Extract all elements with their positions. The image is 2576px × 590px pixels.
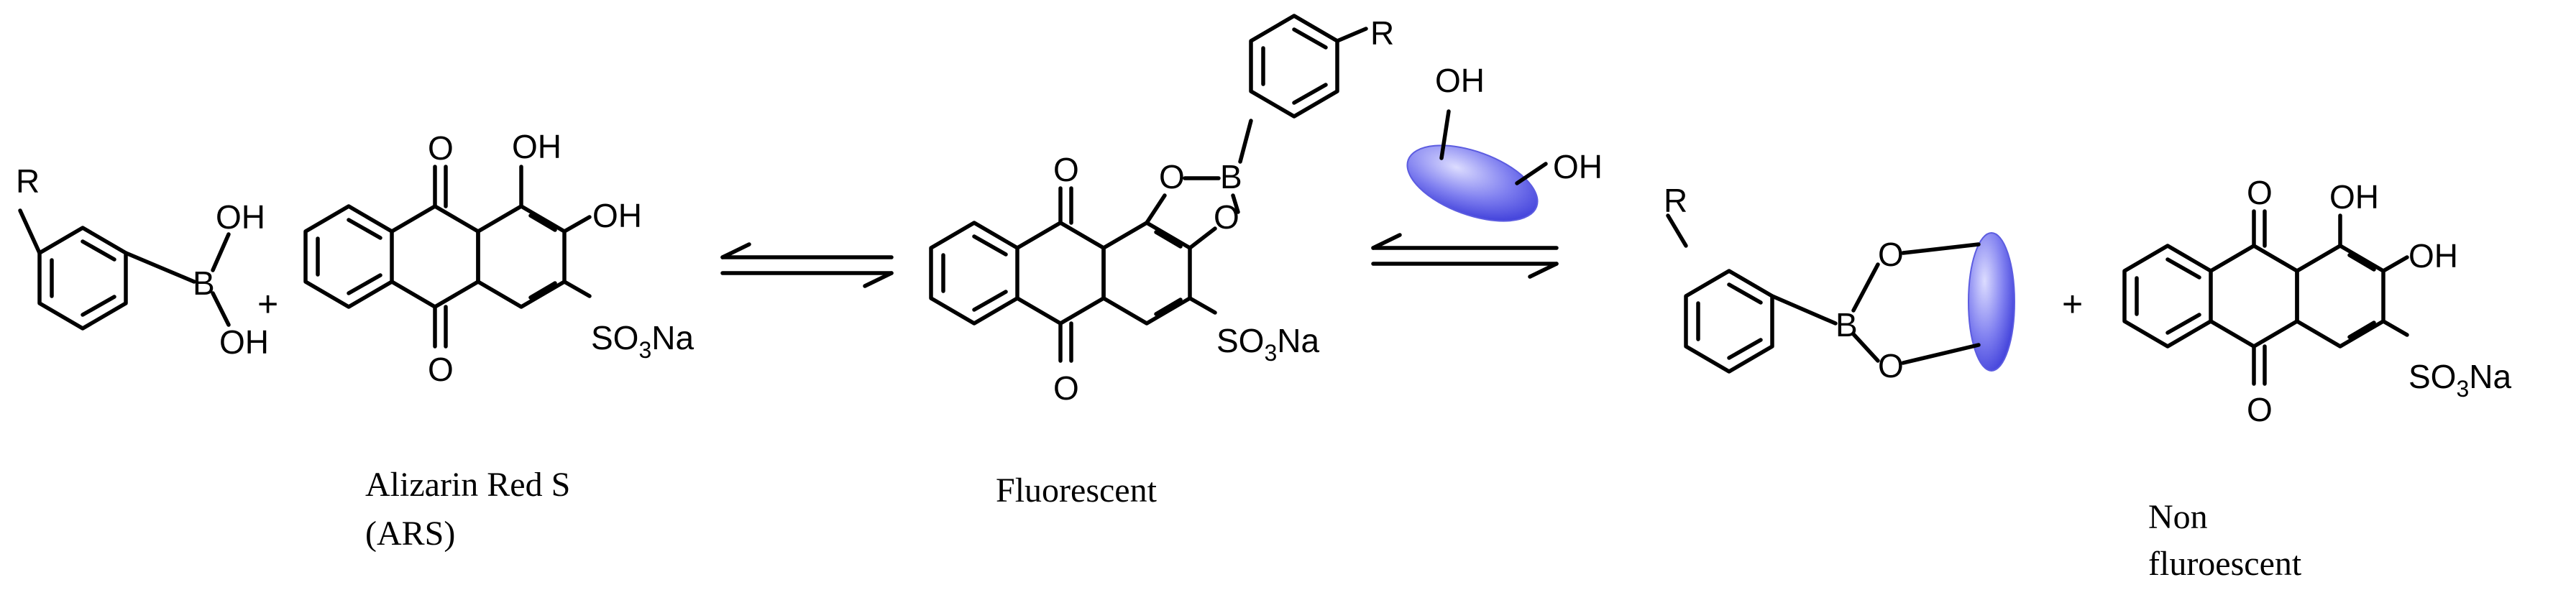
catechol-ring [2295, 244, 2385, 349]
ester-oxygen: O [1878, 236, 1904, 273]
hydroxyl-label: OH [216, 198, 265, 236]
sugar-ellipse-icon [1968, 232, 2015, 372]
free-alizarin-red-s: O O OH OH SO3Na [2122, 174, 2511, 428]
sulfonate-label: SO3Na [1216, 322, 1319, 366]
carbonyl-oxygen: O [2247, 174, 2273, 211]
equilibrium-arrow [1371, 233, 1559, 279]
plus-sign: + [2062, 284, 2083, 324]
non-fluorescent-caption: Non [2148, 498, 2208, 536]
ester-oxygen: O [1878, 347, 1904, 384]
diol-reagent: OH OH [1406, 62, 1603, 222]
carbonyl-oxygen: O [1053, 151, 1079, 188]
hydroxyl-label: OH [2329, 178, 2379, 216]
sugar-ellipse-icon [1406, 144, 1539, 222]
catechol-ring [1101, 221, 1192, 326]
hydroxyl-label: OH [1435, 62, 1485, 99]
ars-caption: Alizarin Red S [365, 466, 570, 504]
ester-oxygen: O [1159, 158, 1185, 195]
hydroxyl-label: OH [2408, 237, 2458, 275]
sulfonate-label: SO3Na [591, 319, 694, 363]
phenylboronic-acid: R B OH OH [16, 162, 269, 361]
carbonyl-oxygen: O [1053, 369, 1079, 407]
carbonyl-oxygen: O [2247, 391, 2273, 428]
hydroxyl-label: OH [512, 128, 562, 165]
sulfonate-label: SO3Na [2408, 358, 2511, 402]
boron-label: B [1220, 158, 1242, 195]
carbonyl-oxygen: O [428, 129, 454, 167]
r-group-label: R [1370, 14, 1394, 52]
ars-caption-abbrev: (ARS) [365, 515, 455, 553]
carbonyl-oxygen: O [428, 351, 454, 388]
plus-sign: + [257, 284, 278, 324]
equilibrium-arrow [720, 242, 894, 288]
hydroxyl-label: OH [592, 197, 642, 234]
r-group-label: R [1664, 182, 1687, 219]
hydroxyl-label: OH [219, 323, 269, 361]
non-fluorescent-caption-2: fluroescent [2148, 545, 2302, 583]
fluorescent-complex: O O O O B R SO3Na [929, 14, 1394, 407]
catechol-ring [476, 204, 567, 309]
r-group-label: R [16, 162, 40, 200]
fluorescent-caption: Fluorescent [996, 471, 1158, 510]
hydroxyl-label: OH [1553, 148, 1603, 185]
alizarin-red-s: O O OH OH SO3Na [303, 128, 694, 388]
boronate-sugar-ester: R B O O [1664, 182, 2015, 384]
